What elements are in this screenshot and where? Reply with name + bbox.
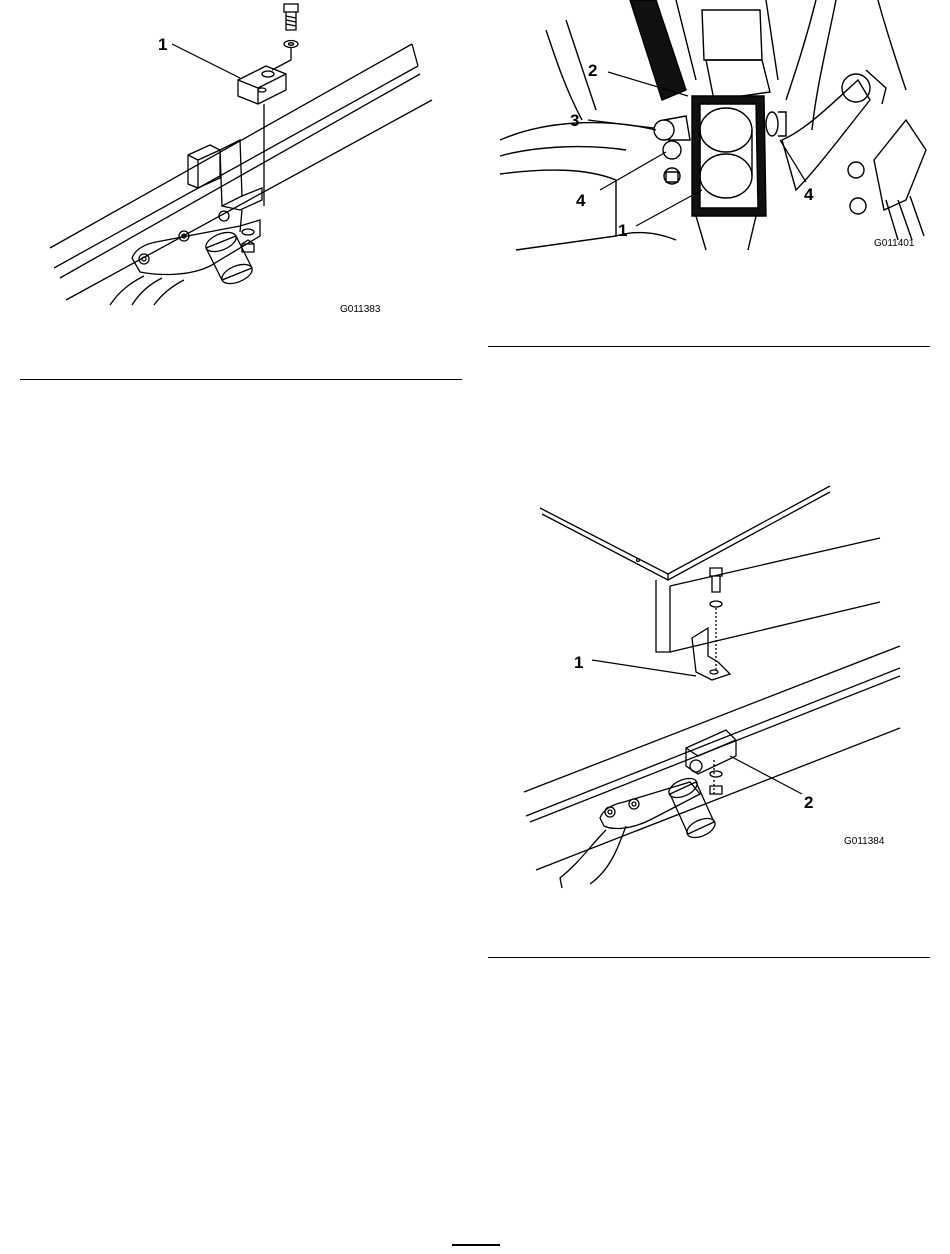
figure-code: G011401 xyxy=(874,238,915,249)
figure-g011383-drawing: 1 G011383 xyxy=(40,0,460,330)
figure-g011401: 2 3 4 4 1 G011401 xyxy=(486,0,932,262)
callout-2-label: 2 xyxy=(588,61,597,80)
separator-rule xyxy=(488,346,930,347)
figure-code: G011383 xyxy=(340,304,381,315)
figure-g011384-drawing: 1 2 G011384 xyxy=(500,478,910,898)
callout-leader xyxy=(730,756,802,794)
figure-g011383: 1 G011383 xyxy=(40,0,460,330)
callout-1-label: 1 xyxy=(574,653,583,672)
separator-rule xyxy=(20,379,462,380)
callout-4-label: 4 xyxy=(804,185,814,204)
callout-4-label: 4 xyxy=(576,191,586,210)
callout-1-label: 1 xyxy=(618,221,627,240)
separator-rule xyxy=(488,957,930,958)
figure-g011384: 1 2 G011384 xyxy=(500,478,910,898)
figure-g011401-drawing: 2 3 4 4 1 G011401 xyxy=(486,0,932,262)
figure-code: G011384 xyxy=(844,836,885,847)
callout-3-label: 3 xyxy=(570,111,579,130)
callout-leader xyxy=(592,660,696,676)
callout-1: 1 xyxy=(158,35,240,78)
callout-1-label: 1 xyxy=(158,35,167,54)
callout-2-label: 2 xyxy=(804,793,813,812)
page-number-rule xyxy=(452,1244,500,1246)
